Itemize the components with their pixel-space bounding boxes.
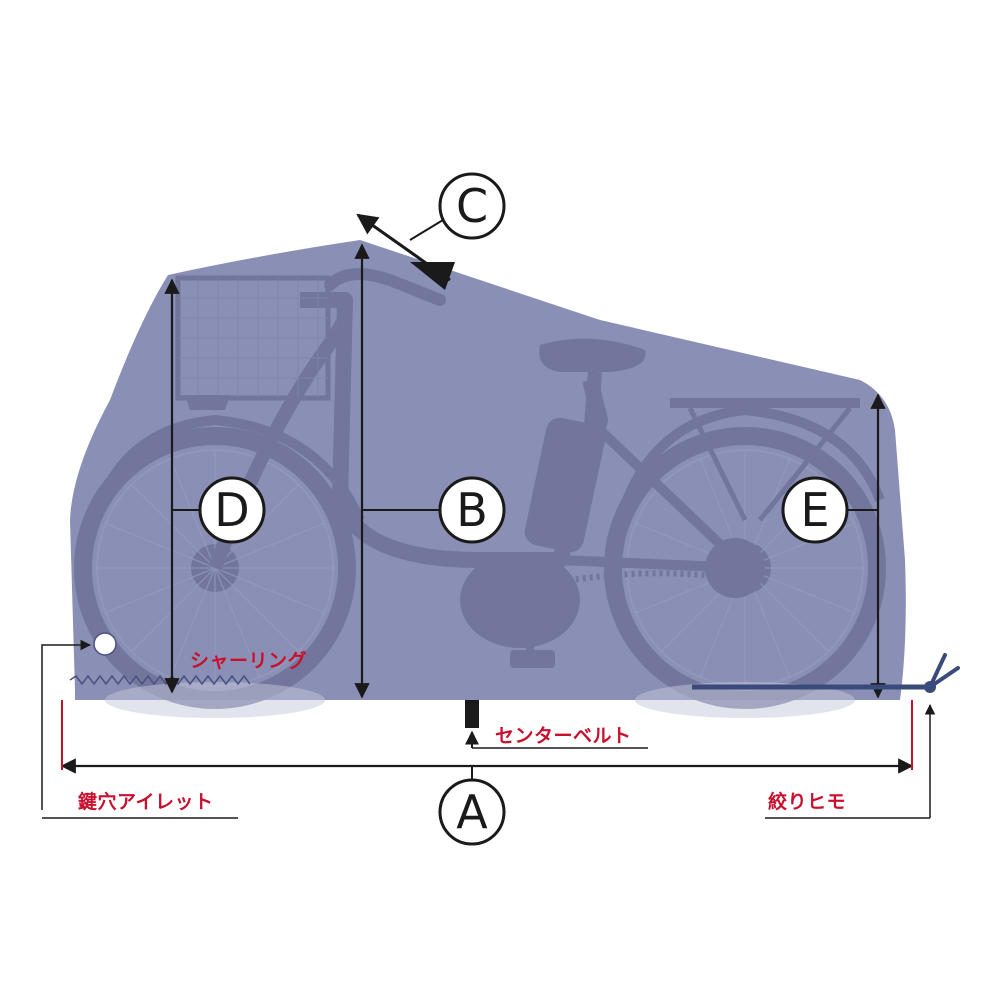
- shirring-label: シャーリング: [190, 649, 307, 672]
- shirring-zigzag: [69, 674, 251, 686]
- lock-eyelet-icon: [93, 632, 117, 656]
- dimension-label-d: D: [198, 476, 266, 544]
- dimension-label-e: E: [781, 476, 849, 544]
- drawstring-label: 絞りヒモ: [768, 790, 846, 813]
- dimension-d-text: D: [214, 483, 249, 537]
- dimension-label-b: B: [438, 476, 506, 544]
- dimension-c-text: C: [456, 179, 488, 233]
- dimension-a-text: A: [456, 785, 488, 839]
- bicycle-cover-shape: [70, 240, 906, 700]
- center-belt-buckle: [465, 700, 479, 728]
- dimension-e-text: E: [800, 483, 829, 537]
- lock-eyelet-label: 鍵穴アイレット: [78, 790, 214, 813]
- dimension-label-a: A: [438, 778, 506, 846]
- dimension-b-text: B: [456, 483, 488, 537]
- center-belt-label: センターベルト: [495, 725, 632, 747]
- dimension-label-c: C: [438, 172, 506, 240]
